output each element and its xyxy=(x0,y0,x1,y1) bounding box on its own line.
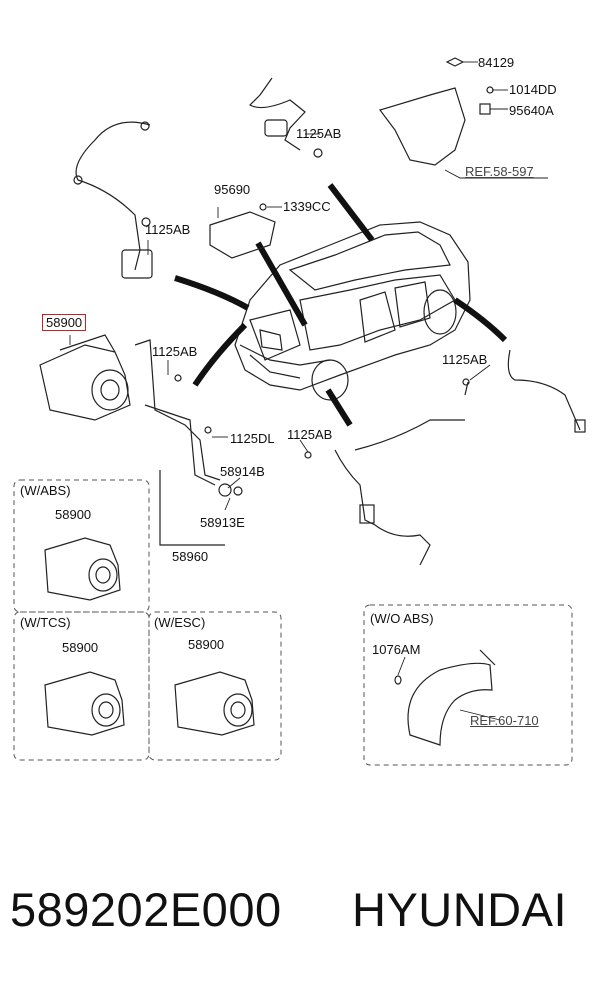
label-1125ab-top: 1125AB xyxy=(296,126,342,141)
label-58900-esc: 58900 xyxy=(188,637,225,652)
label-1076am: 1076AM xyxy=(372,642,421,657)
part-number: 589202E000 xyxy=(10,883,282,936)
label-58913e: 58913E xyxy=(200,515,245,530)
label-58960: 58960 xyxy=(172,549,209,564)
box-title-abs: (W/ABS) xyxy=(20,483,71,498)
wheel-sensor-rear-right xyxy=(462,349,586,433)
label-84129: 84129 xyxy=(478,55,515,70)
wheel-sensor-front-right xyxy=(304,419,465,566)
wheel-sensor-front-left xyxy=(73,121,153,279)
label-58914b: 58914B xyxy=(220,464,265,479)
box-title-wo-abs: (W/O ABS) xyxy=(370,611,434,626)
leader-lines xyxy=(69,61,548,721)
hecu-tcs xyxy=(44,671,125,736)
label-1014dd: 1014DD xyxy=(509,82,557,97)
label-1125dl: 1125DL xyxy=(230,431,275,446)
box-title-tcs: (W/TCS) xyxy=(20,615,71,630)
brand-name: HYUNDAI xyxy=(352,883,568,936)
car-illustration xyxy=(234,221,471,401)
sensor-module xyxy=(209,203,276,259)
leader-arrows xyxy=(174,183,508,427)
fender-liner xyxy=(394,649,496,746)
label-1125ab-left: 1125AB xyxy=(145,222,191,237)
label-95640a: 95640A xyxy=(509,103,554,118)
hecu-main xyxy=(39,334,243,546)
wheel-sensor-rear-upper xyxy=(249,77,323,158)
label-58900-tcs: 58900 xyxy=(62,640,99,655)
box-title-esc: (W/ESC) xyxy=(154,615,206,630)
label-58900-highlighted: 58900 xyxy=(42,314,87,331)
label-ref-58-597[interactable]: REF.58-597 xyxy=(465,164,534,179)
label-58900-abs: 58900 xyxy=(55,507,92,522)
label-1125ab-right: 1125AB xyxy=(442,352,488,367)
label-1125ab-low: 1125AB xyxy=(287,427,333,442)
label-95690: 95690 xyxy=(214,182,251,197)
label-1125ab-mid: 1125AB xyxy=(152,344,198,359)
bracket-top-right xyxy=(379,57,494,166)
label-ref-60-710[interactable]: REF.60-710 xyxy=(470,713,539,728)
hecu-abs xyxy=(44,537,121,601)
label-1339cc: 1339CC xyxy=(283,199,331,214)
variant-boxes xyxy=(13,479,573,766)
hecu-esc xyxy=(174,671,255,736)
